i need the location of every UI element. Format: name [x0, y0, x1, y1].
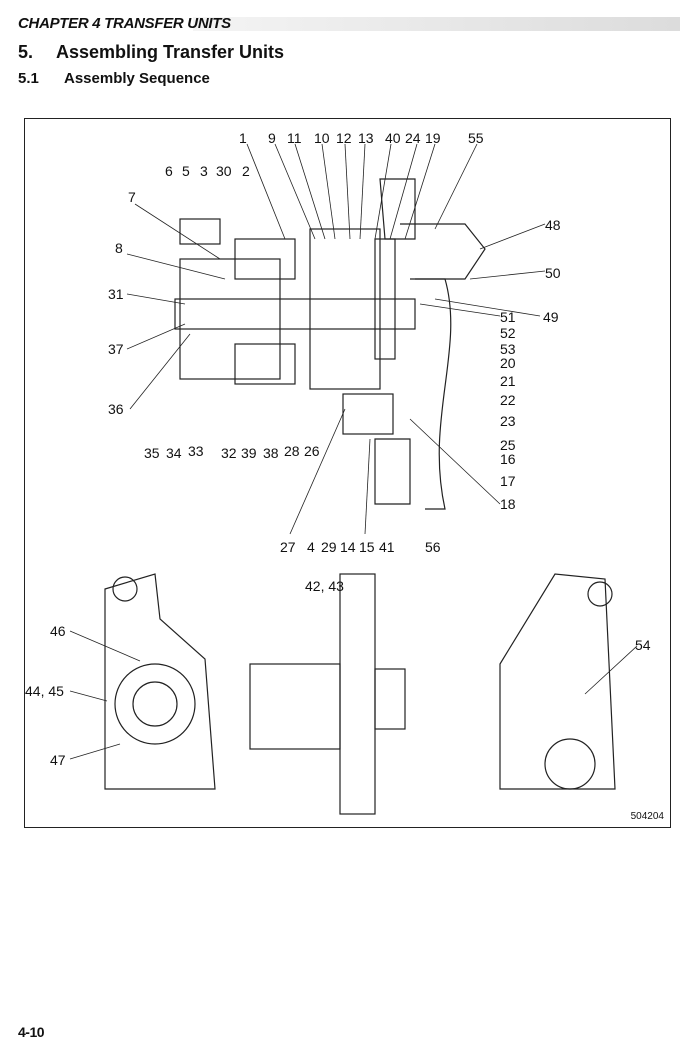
callout-28: 28 [284, 443, 300, 459]
leader-lines [69, 143, 638, 760]
gear-block [309, 228, 381, 390]
callout-38: 38 [263, 445, 279, 461]
callout-23: 23 [500, 413, 516, 429]
callout-19: 19 [425, 130, 441, 146]
callout-2: 2 [242, 163, 250, 179]
bearing-lower [234, 343, 296, 385]
front-view-boss [112, 576, 138, 602]
callout-49: 49 [543, 309, 559, 325]
callout-33: 33 [188, 443, 204, 459]
callout-5: 5 [182, 163, 190, 179]
callout-9: 9 [268, 130, 276, 146]
front-view-bore [132, 681, 178, 727]
callout-48: 48 [545, 217, 561, 233]
callout-27: 27 [280, 539, 296, 555]
top-left-cap [179, 218, 221, 245]
callout-34: 34 [166, 445, 182, 461]
subsection-title: Assembly Sequence [64, 70, 210, 87]
callout-42-43: 42, 43 [305, 578, 344, 594]
figure-id: 504204 [630, 811, 664, 822]
callout-6: 6 [165, 163, 173, 179]
callout-40: 40 [385, 130, 401, 146]
callout-54: 54 [635, 637, 651, 653]
subsection-heading: 5.1 Assembly Sequence [18, 70, 210, 87]
page-number: 4-10 [18, 1024, 45, 1040]
bearing-upper [234, 238, 296, 280]
callout-13: 13 [358, 130, 374, 146]
callout-20: 20 [500, 355, 516, 371]
callout-1: 1 [239, 130, 247, 146]
callout-47: 47 [50, 752, 66, 768]
callout-39: 39 [241, 445, 257, 461]
front-view-outline [104, 573, 216, 790]
callout-53: 53 [500, 341, 516, 357]
section-title: Assembling Transfer Units [56, 42, 285, 62]
housing-left [179, 258, 281, 380]
callout-10: 10 [314, 130, 330, 146]
rear-view-outline [499, 573, 616, 790]
right-bracket [400, 223, 486, 280]
callout-12: 12 [336, 130, 352, 146]
chapter-header: CHAPTER 4 TRANSFER UNITS [18, 14, 680, 34]
callout-26: 26 [304, 443, 320, 459]
callout-56: 56 [425, 539, 441, 555]
callout-51: 51 [500, 309, 516, 325]
lower-gear [342, 393, 394, 435]
side-view-plate [339, 573, 376, 815]
callout-8: 8 [115, 240, 123, 256]
side-view-valve [374, 668, 406, 730]
callout-46: 46 [50, 623, 66, 639]
section-heading: 5. Assembling Transfer Units [18, 42, 284, 63]
callout-labels: 1 9 11 10 12 13 40 24 19 55 6 5 3 30 2 7… [25, 130, 651, 768]
assembly-drawing: 1 9 11 10 12 13 40 24 19 55 6 5 3 30 2 7… [25, 130, 651, 815]
callout-14: 14 [340, 539, 356, 555]
callout-30: 30 [216, 163, 232, 179]
callout-22: 22 [500, 392, 516, 408]
callout-32: 32 [221, 445, 237, 461]
callout-16: 16 [500, 451, 516, 467]
subsection-number: 5.1 [18, 70, 39, 87]
side-cover [410, 278, 452, 510]
assembly-figure: 1 9 11 10 12 13 40 24 19 55 6 5 3 30 2 7… [24, 118, 671, 828]
callout-7: 7 [128, 189, 136, 205]
lower-plate [374, 438, 411, 505]
rear-view-hub [544, 738, 596, 790]
callout-35: 35 [144, 445, 160, 461]
section-number: 5. [18, 42, 34, 62]
shaft [174, 298, 416, 330]
callout-31: 31 [108, 286, 124, 302]
callout-4: 4 [307, 539, 315, 555]
chapter-title: CHAPTER 4 TRANSFER UNITS [18, 15, 231, 32]
rear-view-boss [587, 581, 613, 607]
callout-17: 17 [500, 473, 516, 489]
callout-36: 36 [108, 401, 124, 417]
callout-29: 29 [321, 539, 337, 555]
chapter-header-shade [193, 17, 680, 31]
front-view-hub [114, 663, 196, 745]
callout-41: 41 [379, 539, 395, 555]
callout-44-45: 44, 45 [25, 683, 64, 699]
callout-21: 21 [500, 373, 516, 389]
upper-flange [379, 178, 416, 240]
callout-50: 50 [545, 265, 561, 281]
side-view-gear [249, 663, 341, 750]
callout-25: 25 [500, 437, 516, 453]
callout-11: 11 [287, 130, 302, 146]
callout-24: 24 [405, 130, 421, 146]
callout-55: 55 [468, 130, 484, 146]
callout-15: 15 [359, 539, 375, 555]
callout-37: 37 [108, 341, 124, 357]
callout-3: 3 [200, 163, 208, 179]
callout-18: 18 [500, 496, 516, 512]
callout-52: 52 [500, 325, 516, 341]
